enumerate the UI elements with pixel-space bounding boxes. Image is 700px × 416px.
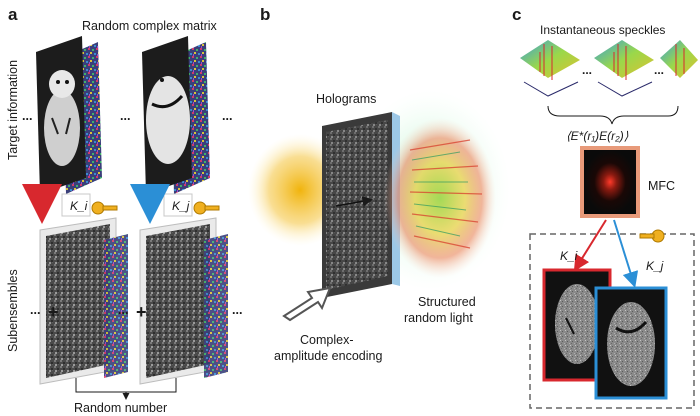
target-image-left	[36, 36, 102, 194]
penguin-silhouette-left	[44, 90, 80, 166]
random-number-label: Random number	[74, 401, 167, 415]
ellipsis-a-top-3: ...	[222, 109, 232, 123]
key-i-card	[61, 193, 91, 217]
instantaneous-speckles-label: Instantaneous speckles	[540, 23, 665, 37]
key-j-group: K_j	[130, 184, 220, 224]
mfc-image	[584, 150, 636, 214]
decryption-dashed-box	[529, 233, 695, 409]
subensembles-label: Subensembles	[6, 269, 20, 352]
structured-random-light	[384, 118, 496, 278]
panel-b: b Holograms Complex- amplitude encoding …	[248, 5, 510, 363]
ellipsis-c-1: ...	[582, 63, 592, 77]
target-image-right	[142, 36, 210, 194]
holograms-label: Holograms	[316, 92, 376, 106]
key-icon	[193, 201, 207, 215]
key-i-label-c: K_i	[560, 249, 578, 263]
key-i-group: K_i	[22, 184, 118, 224]
ellipsis-c-2: ...	[654, 63, 664, 77]
structured-label-line2: random light	[404, 311, 473, 325]
key-j-label: K_j	[172, 199, 190, 213]
decrypted-image-j	[594, 286, 668, 400]
encoding-label-line2: amplitude encoding	[274, 349, 382, 363]
mfc-label: MFC	[648, 179, 675, 193]
key-icon	[91, 201, 105, 215]
panel-c: c Instantaneous speckles ... ... ⟨E*(r₁)…	[512, 5, 698, 409]
ellipsis-a-top-1: ...	[22, 109, 32, 123]
key-i-label: K_i	[70, 199, 88, 213]
ellipsis-a-top-2: ...	[120, 109, 130, 123]
ellipsis-a-bottom-3: ...	[232, 303, 242, 317]
penguin-silhouette-right	[146, 76, 190, 164]
subensemble-speckle-left	[46, 224, 110, 378]
structured-label-line1: Structured	[418, 295, 476, 309]
subensemble-speckle-right	[146, 224, 210, 378]
panel-a-letter: a	[8, 5, 18, 24]
correlation-formula: ⟨E*(r₁)E(r₂)⟩	[566, 129, 629, 143]
ellipsis-a-bottom-1: ...	[30, 303, 40, 317]
key-j-label-c: K_j	[646, 259, 664, 273]
panel-c-letter: c	[512, 5, 521, 24]
decrypt-arrow-red	[573, 219, 607, 272]
subensemble-right	[139, 217, 228, 385]
random-complex-matrix-label: Random complex matrix	[82, 19, 218, 33]
encoding-arrow	[282, 286, 332, 322]
subensemble-left	[39, 217, 128, 385]
plus-sign: +	[136, 302, 147, 322]
light-streaks	[409, 139, 483, 249]
panel-a: a Random complex matrix Target informati…	[6, 5, 242, 415]
speckle-diamond-2	[594, 40, 654, 97]
target-information-label: Target information	[6, 60, 20, 160]
speckle-diamond-1	[520, 40, 580, 97]
plus-sign: +	[48, 302, 59, 322]
speckle-brace	[547, 105, 679, 125]
decrypt-arrow-blue	[613, 219, 639, 288]
ellipsis-a-bottom-2: ...	[118, 303, 128, 317]
panel-b-letter: b	[260, 5, 270, 24]
speckle-diamond-3	[660, 40, 698, 78]
encoding-label-line1: Complex-	[300, 333, 354, 347]
